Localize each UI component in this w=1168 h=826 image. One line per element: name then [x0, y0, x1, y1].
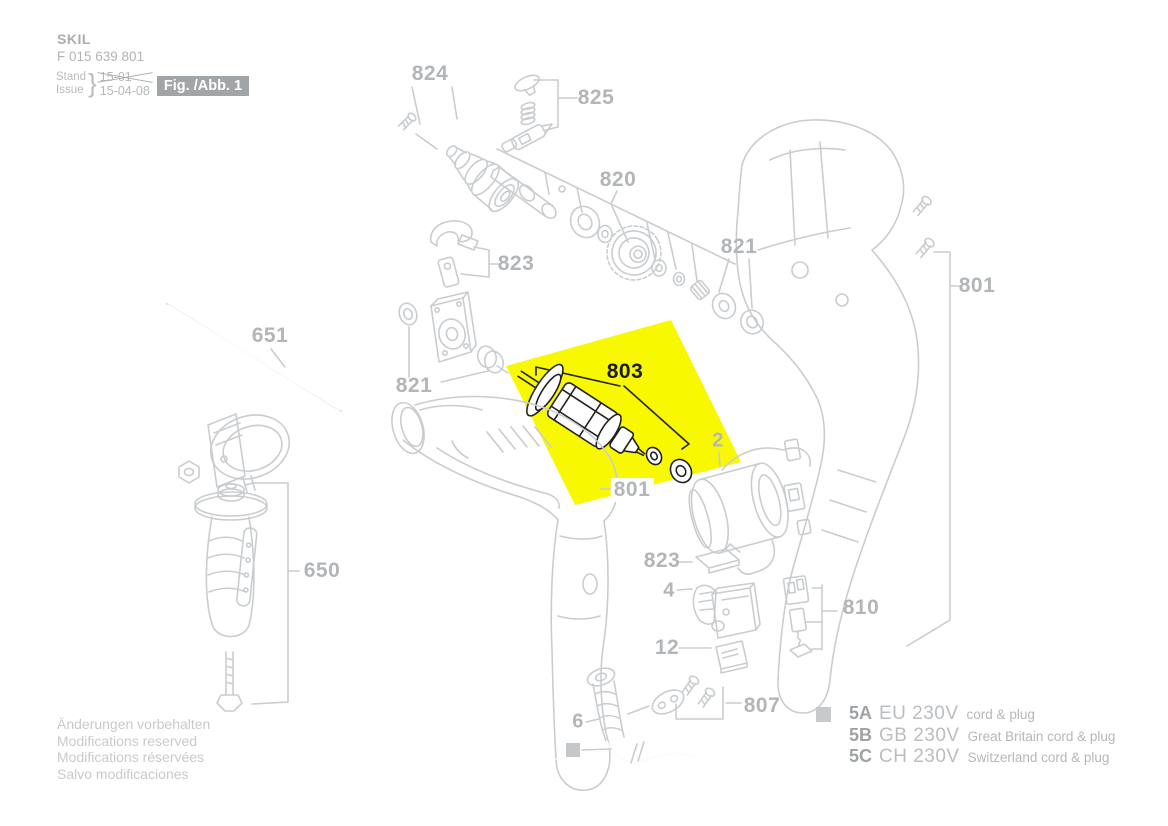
chuck-screw-icon — [397, 112, 417, 131]
suppressor-drawing — [678, 640, 748, 674]
part-label-4: 4 — [663, 579, 675, 602]
brand-logo: SKIL — [57, 31, 91, 47]
switch-drawing — [676, 582, 761, 639]
part-label-823-upper: 823 — [497, 252, 535, 275]
part-label-807: 807 — [743, 694, 781, 717]
issue-block: Stand Issue } 15-01 15-04-08 — [56, 68, 150, 99]
stand-label: Stand — [56, 70, 87, 83]
cord-variant-marker — [566, 743, 580, 757]
bearing-icon — [569, 205, 601, 239]
armature-drawing — [517, 363, 693, 484]
part-label-6: 6 — [572, 710, 584, 733]
bearing-block-drawing — [398, 291, 509, 383]
legend-row-gb: 5B GB 230V Great Britain cord & plug — [849, 725, 1115, 747]
part-label-820: 820 — [599, 168, 637, 191]
disclaimer-block: Änderungen vorbehalten Modifications res… — [57, 716, 210, 782]
legend-color-swatch — [816, 707, 831, 722]
highlight-region — [506, 320, 741, 505]
legend-code: 5C — [849, 746, 873, 766]
voltage-legend: 5A EU 230V cord & plug 5B GB 230V Great … — [849, 703, 1115, 768]
issue-date: 15-04-08 — [99, 83, 150, 98]
legend-code: 5B — [849, 724, 873, 745]
part-label-824: 824 — [411, 62, 449, 85]
gear-train-drawing — [490, 148, 765, 335]
part-label-12: 12 — [654, 636, 680, 659]
part-label-810: 810 — [842, 596, 880, 619]
main-gear-icon — [606, 225, 662, 281]
part-label-651: 651 — [251, 324, 289, 347]
disclaimer-es: Salvo modificaciones — [57, 765, 189, 782]
legend-row-ch: 5C CH 230V Switzerland cord & plug — [849, 746, 1115, 768]
legend-row-eu: 5A EU 230V cord & plug — [849, 703, 1115, 725]
type-number: F 015 639 801 — [57, 49, 145, 64]
part-label-2: 2 — [712, 429, 724, 452]
legend-code: 5A — [849, 703, 873, 723]
disclaimer-de: Änderungen vorbehalten — [57, 716, 211, 732]
legend-region: GB 230V — [879, 724, 960, 746]
issue-label: Issue — [56, 83, 84, 96]
legend-desc: cord & plug — [966, 707, 1035, 722]
brace-glyph: } — [88, 68, 97, 98]
part-label-821-left: 821 — [395, 374, 433, 397]
part-label-803-highlighted: 803 — [606, 360, 644, 383]
aux-handle-drawing — [178, 413, 300, 712]
legend-region: CH 230V — [879, 746, 960, 767]
part-label-823-lower: 823 — [643, 549, 681, 572]
legend-desc: Switzerland cord & plug — [967, 750, 1110, 765]
disclaimer-fr: Modifications réservées — [57, 749, 205, 765]
housing-left-drawing — [391, 395, 619, 791]
stator-drawing — [688, 438, 812, 575]
legend-desc: Great Britain cord & plug — [967, 728, 1116, 744]
depth-rod-drawing — [166, 303, 342, 412]
cord-clamp-drawing — [627, 675, 742, 720]
superseded-date: 15-01 — [100, 70, 150, 84]
chuck-drawing — [397, 86, 520, 213]
power-cord-drawing — [566, 667, 695, 767]
brush-set-drawing — [782, 575, 838, 658]
housing-right-drawing — [735, 119, 961, 714]
clutch-parts-drawing — [429, 220, 499, 288]
part-label-650: 650 — [303, 559, 341, 582]
legend-region: EU 230V — [879, 703, 959, 724]
chuck-screw-set-drawing — [501, 74, 578, 153]
part-label-801-right: 801 — [958, 274, 996, 297]
part-label-801-left: 801 — [610, 478, 654, 502]
figure-badge: Fig. /Abb. 1 — [157, 76, 249, 96]
part-label-825: 825 — [577, 86, 615, 109]
part-label-821-right: 821 — [720, 235, 758, 258]
brush-cover-drawing — [677, 543, 741, 574]
disclaimer-en: Modifications reserved — [57, 732, 198, 749]
